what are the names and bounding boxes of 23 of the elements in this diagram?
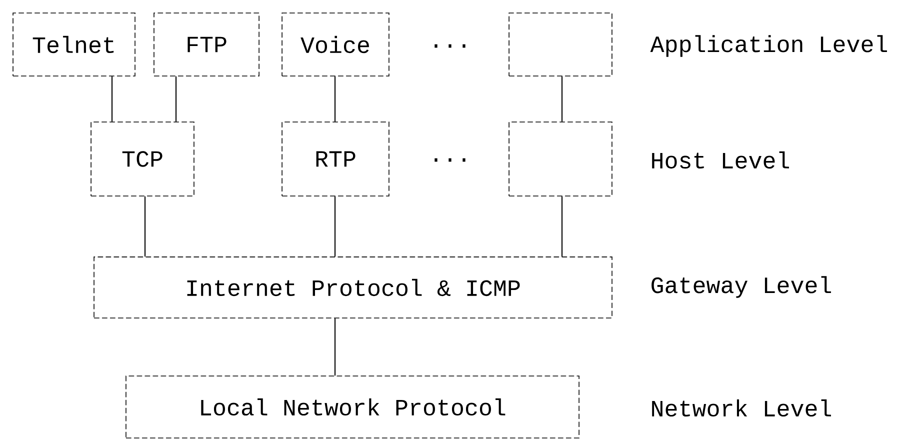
connector-line xyxy=(334,76,336,122)
protocol-box: Internet Protocol & ICMP xyxy=(94,256,612,318)
connector-line xyxy=(561,76,563,122)
connector-line xyxy=(334,318,336,376)
connector-line xyxy=(111,76,113,122)
protocol-box: Local Network Protocol xyxy=(126,376,580,438)
level-label: Application Level xyxy=(650,35,887,57)
level-label: Network Level xyxy=(652,399,831,417)
connector-line xyxy=(144,196,146,257)
protocol-box: Telnet xyxy=(12,12,136,76)
empty-box xyxy=(508,122,612,196)
protocol-box: Voice xyxy=(282,12,390,76)
empty-box xyxy=(508,12,612,76)
connector-line xyxy=(561,196,563,257)
connector-line xyxy=(334,196,336,257)
protocol-box: FTP xyxy=(154,12,260,76)
ellipsis: ... xyxy=(434,158,466,162)
ellipsis: ... xyxy=(434,44,466,48)
level-label: Host Level xyxy=(652,151,789,169)
connector-line xyxy=(175,76,177,122)
protocol-box: RTP xyxy=(282,122,390,196)
protocol-box: TCP xyxy=(90,122,194,196)
level-label: Gateway Level xyxy=(652,276,831,298)
